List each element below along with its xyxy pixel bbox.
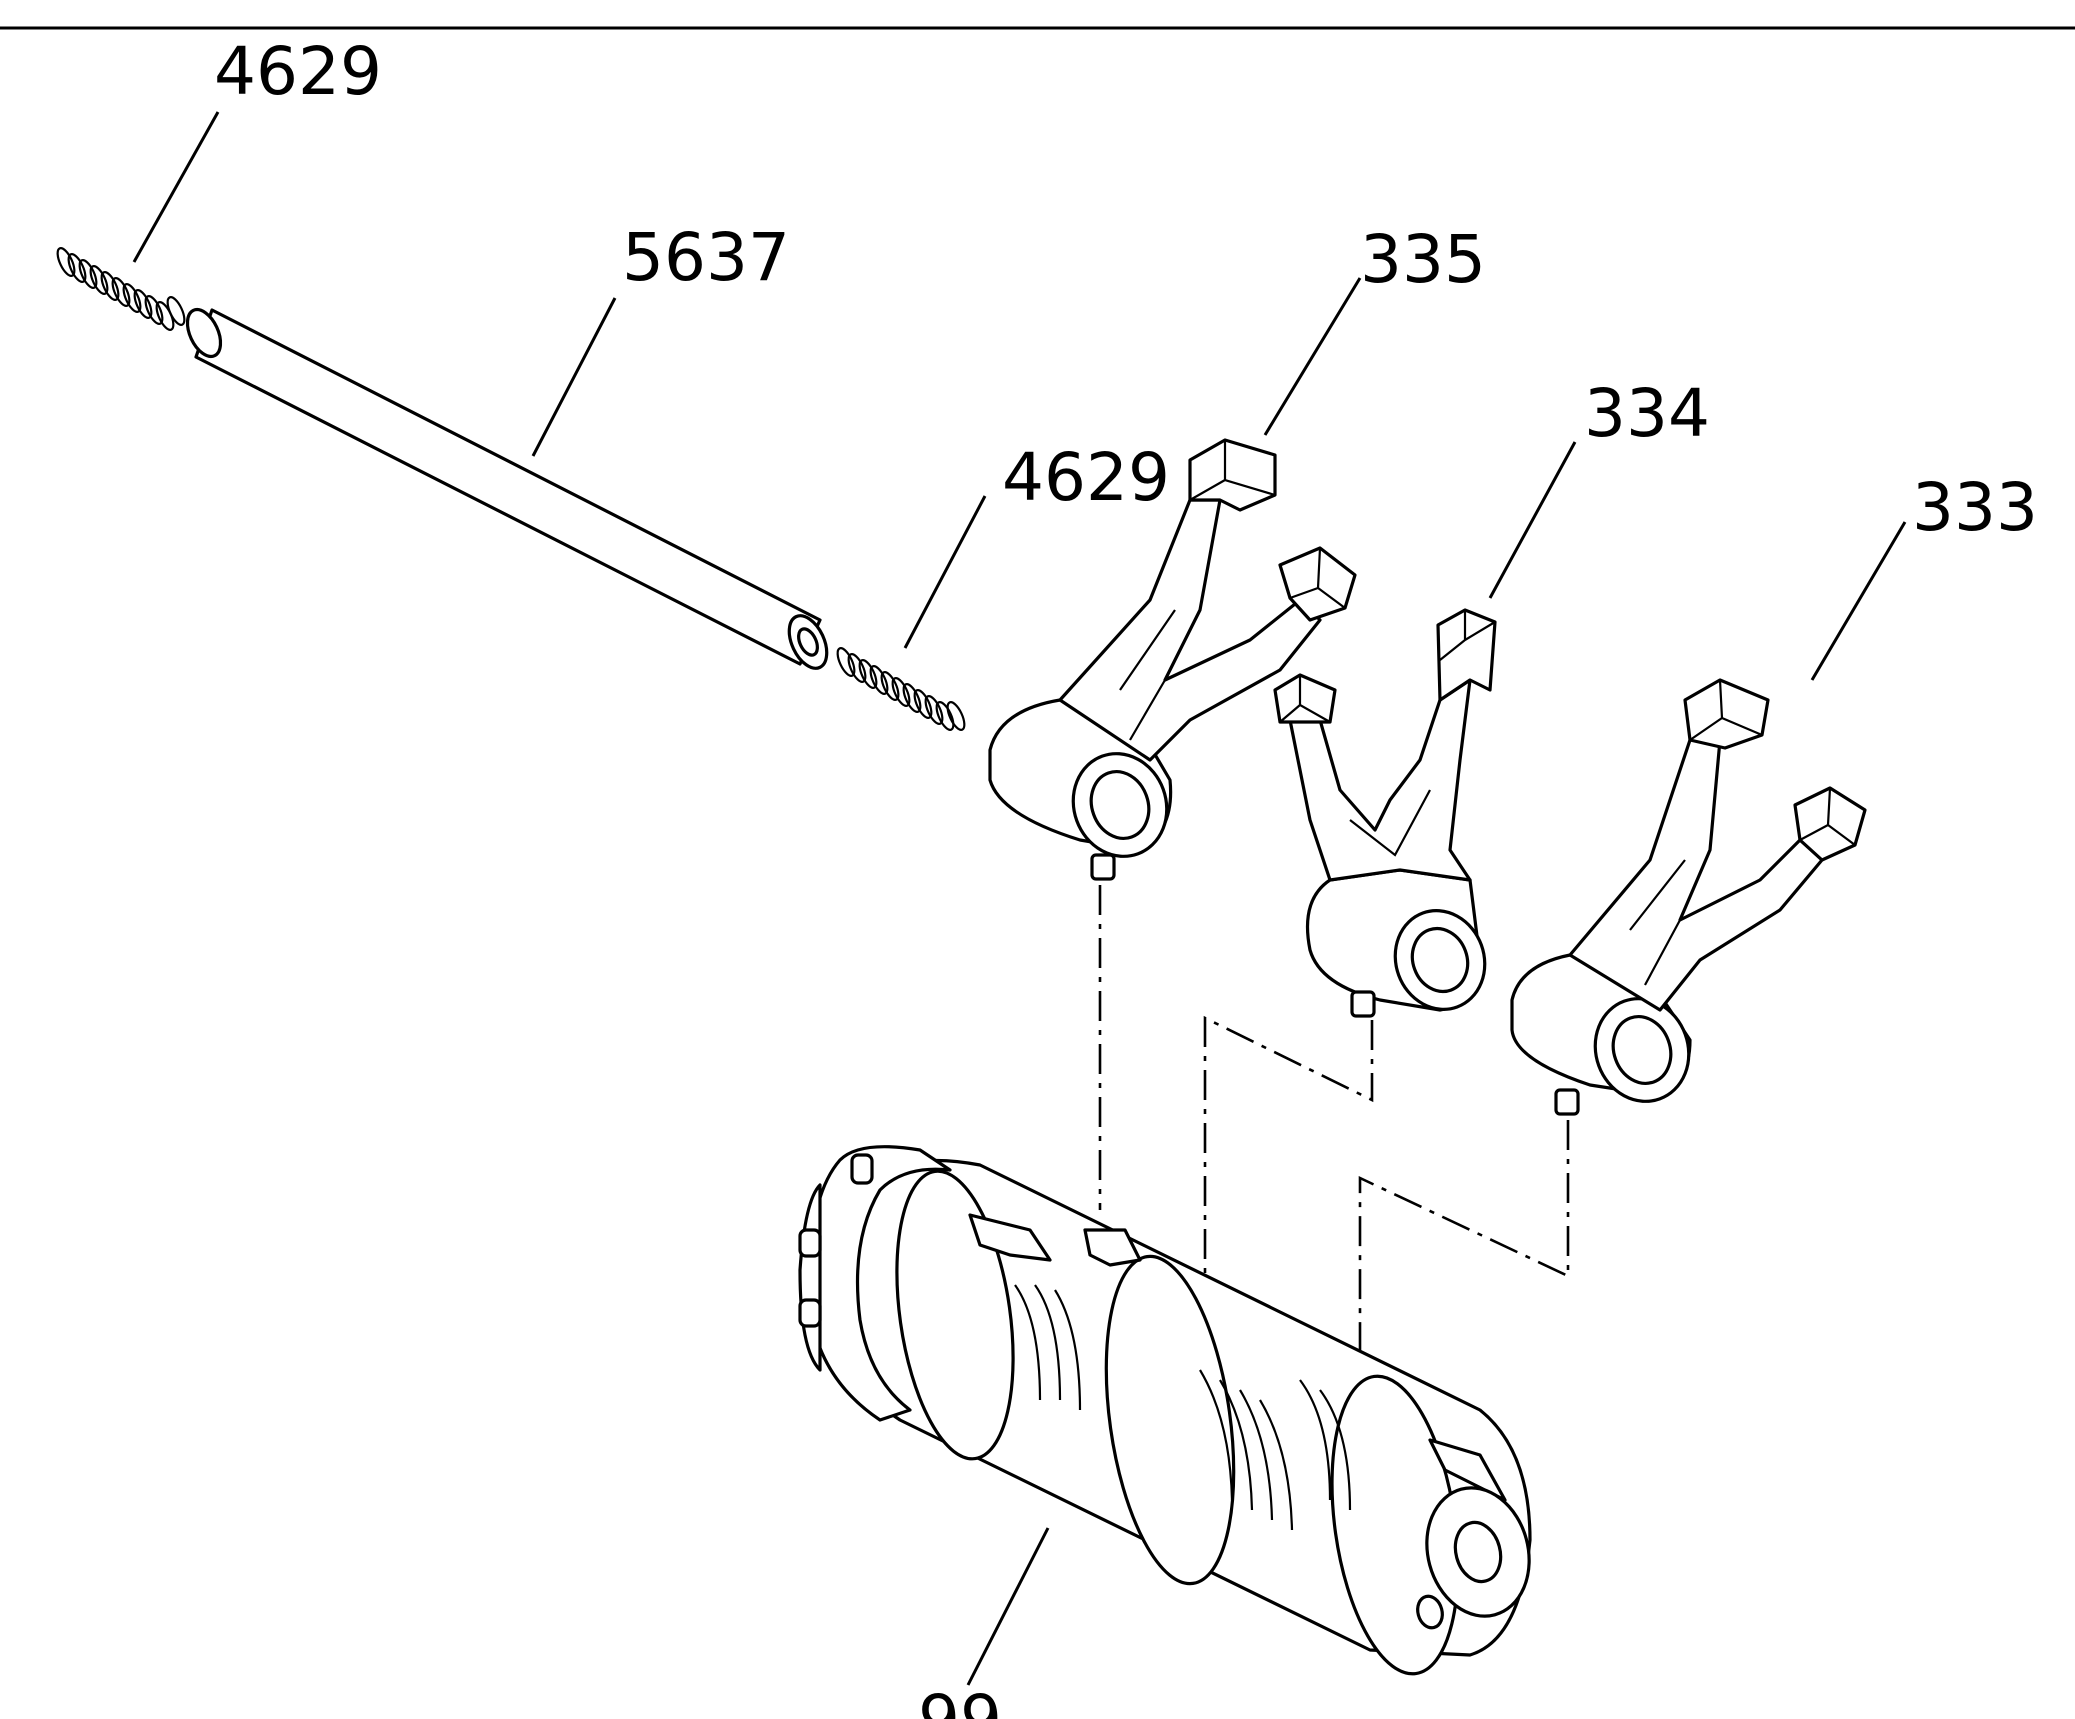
shift-drum: [798, 1145, 1532, 1676]
label-drum: 99: [918, 1681, 1002, 1719]
shaft: [185, 307, 829, 670]
leader-drum: [966, 1527, 1050, 1686]
shift-fork-335: [988, 438, 1357, 881]
alignment-lines: [1098, 885, 1570, 1370]
leader-fork-335: [1263, 277, 1362, 436]
leader-fork-333: [1810, 521, 1907, 681]
leader-spring-top: [132, 111, 220, 263]
leader-spring-mid: [903, 495, 987, 649]
leader-fork-334: [1488, 441, 1577, 599]
shift-fork-334: [1273, 608, 1497, 1018]
label-fork-334: 334: [1584, 375, 1710, 452]
label-shaft: 5637: [622, 219, 790, 296]
leader-shaft: [531, 297, 617, 457]
label-fork-333: 333: [1912, 469, 2038, 546]
shift-fork-333: [1510, 678, 1867, 1116]
label-spring-top: 4629: [214, 33, 382, 110]
label-spring-mid: 4629: [1002, 439, 1170, 516]
spring-top: [56, 247, 186, 331]
spring-mid: [836, 647, 966, 731]
label-fork-335: 335: [1360, 221, 1486, 298]
